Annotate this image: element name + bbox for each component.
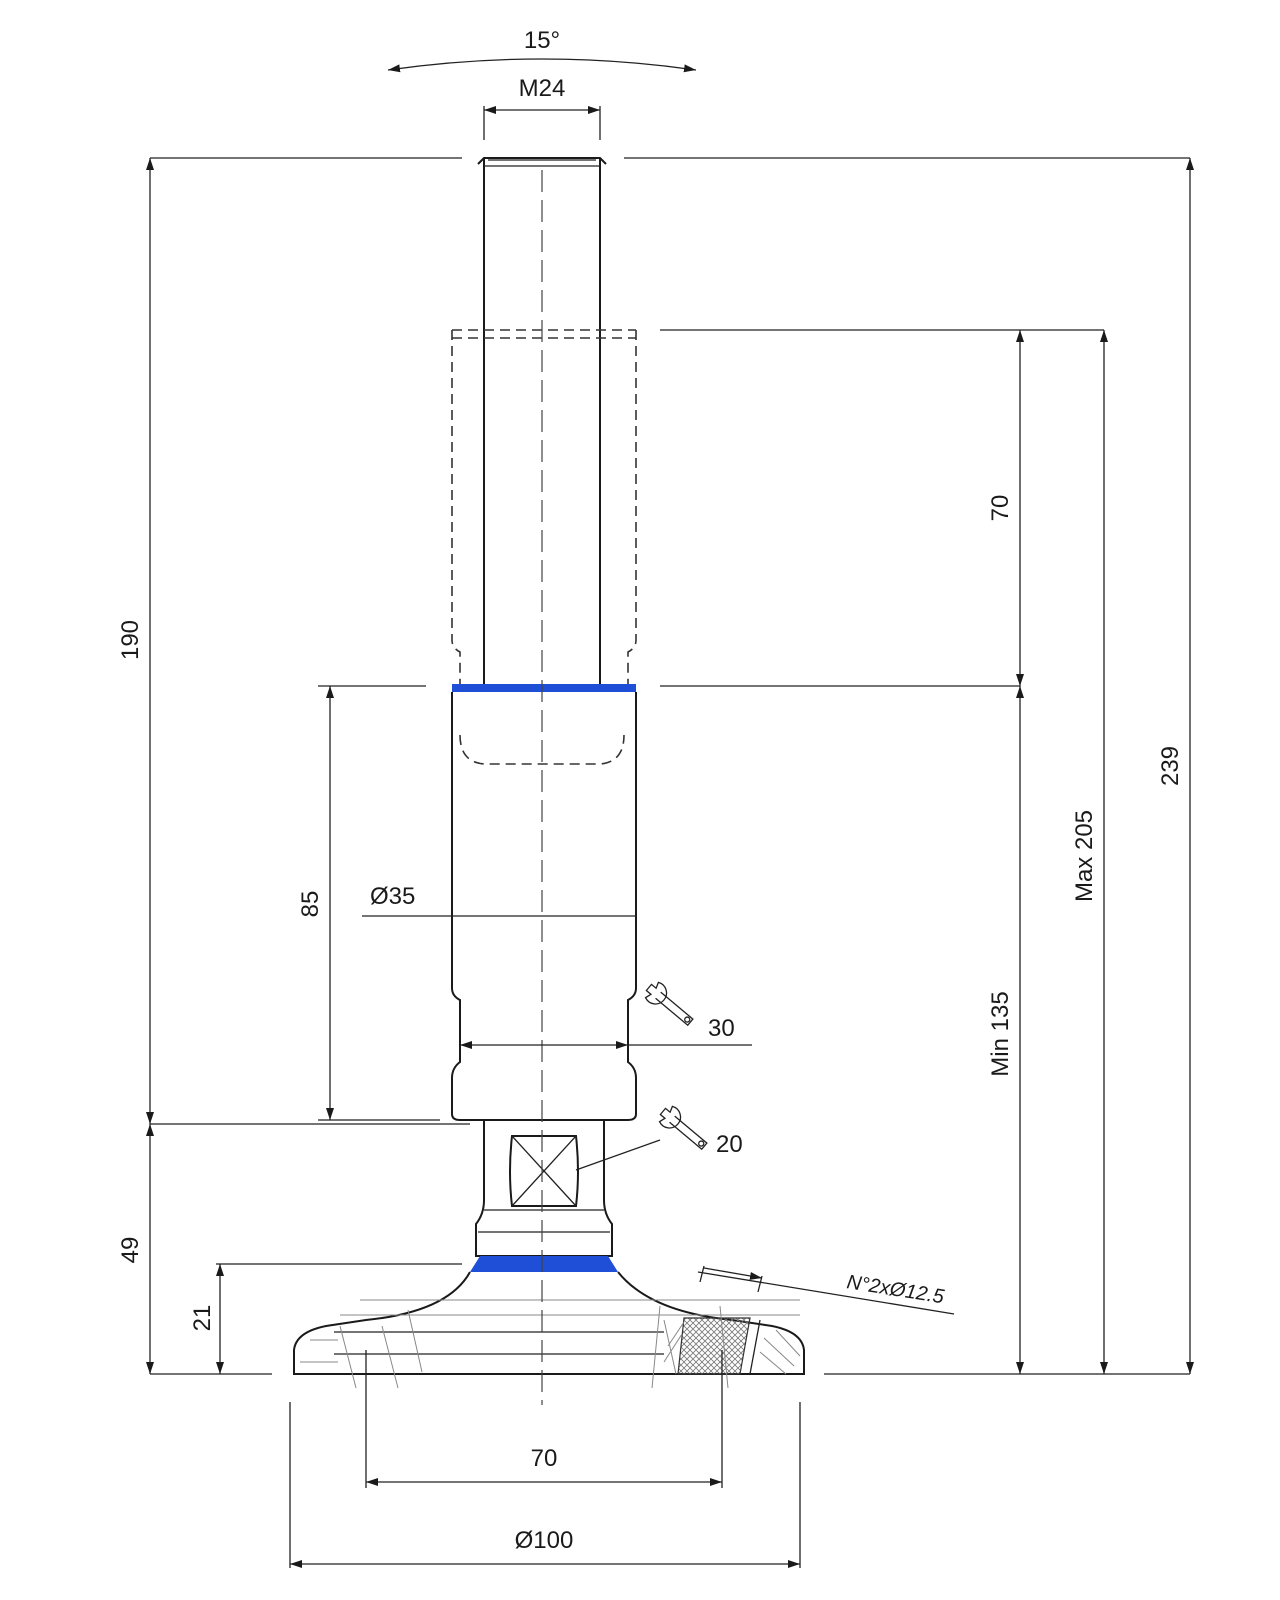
- dim-body-length: 85: [297, 891, 324, 918]
- dim-wrench-body: 30: [708, 1015, 735, 1042]
- holes-note: N°2xØ12.5: [845, 1271, 946, 1308]
- dim-base-diameter: Ø100: [515, 1527, 574, 1554]
- dim-wrench-nut: 20: [716, 1131, 743, 1158]
- lower-seal-ring: [470, 1256, 618, 1272]
- dim-total-height: 239: [1157, 746, 1184, 786]
- thread-label: M24: [519, 75, 566, 102]
- wrench-icon: [644, 981, 694, 1027]
- dim-max-height: Max 205: [1071, 810, 1098, 902]
- upper-seal-ring: [452, 684, 636, 692]
- dim-base-height: 21: [189, 1305, 216, 1332]
- dim-min-height: Min 135: [987, 991, 1014, 1076]
- dimensions: 15° M24 190 85 Ø35 30: [117, 27, 1194, 1568]
- dim-stroke: 70: [987, 495, 1014, 522]
- angle-label: 15°: [524, 27, 560, 54]
- body-sleeve: [451, 692, 637, 1121]
- wrench-icon: [658, 1105, 708, 1151]
- dim-body-diameter: Ø35: [370, 883, 415, 910]
- dim-hole-spacing: 70: [531, 1445, 558, 1472]
- dim-lower-height: 49: [117, 1237, 144, 1264]
- dim-thread-length: 190: [117, 620, 144, 660]
- swivel-neck: [475, 1120, 613, 1257]
- base-plate: [293, 1271, 805, 1389]
- threaded-stud: [477, 157, 607, 685]
- extended-body-dashed: [451, 329, 637, 765]
- part-outline: [293, 157, 805, 1405]
